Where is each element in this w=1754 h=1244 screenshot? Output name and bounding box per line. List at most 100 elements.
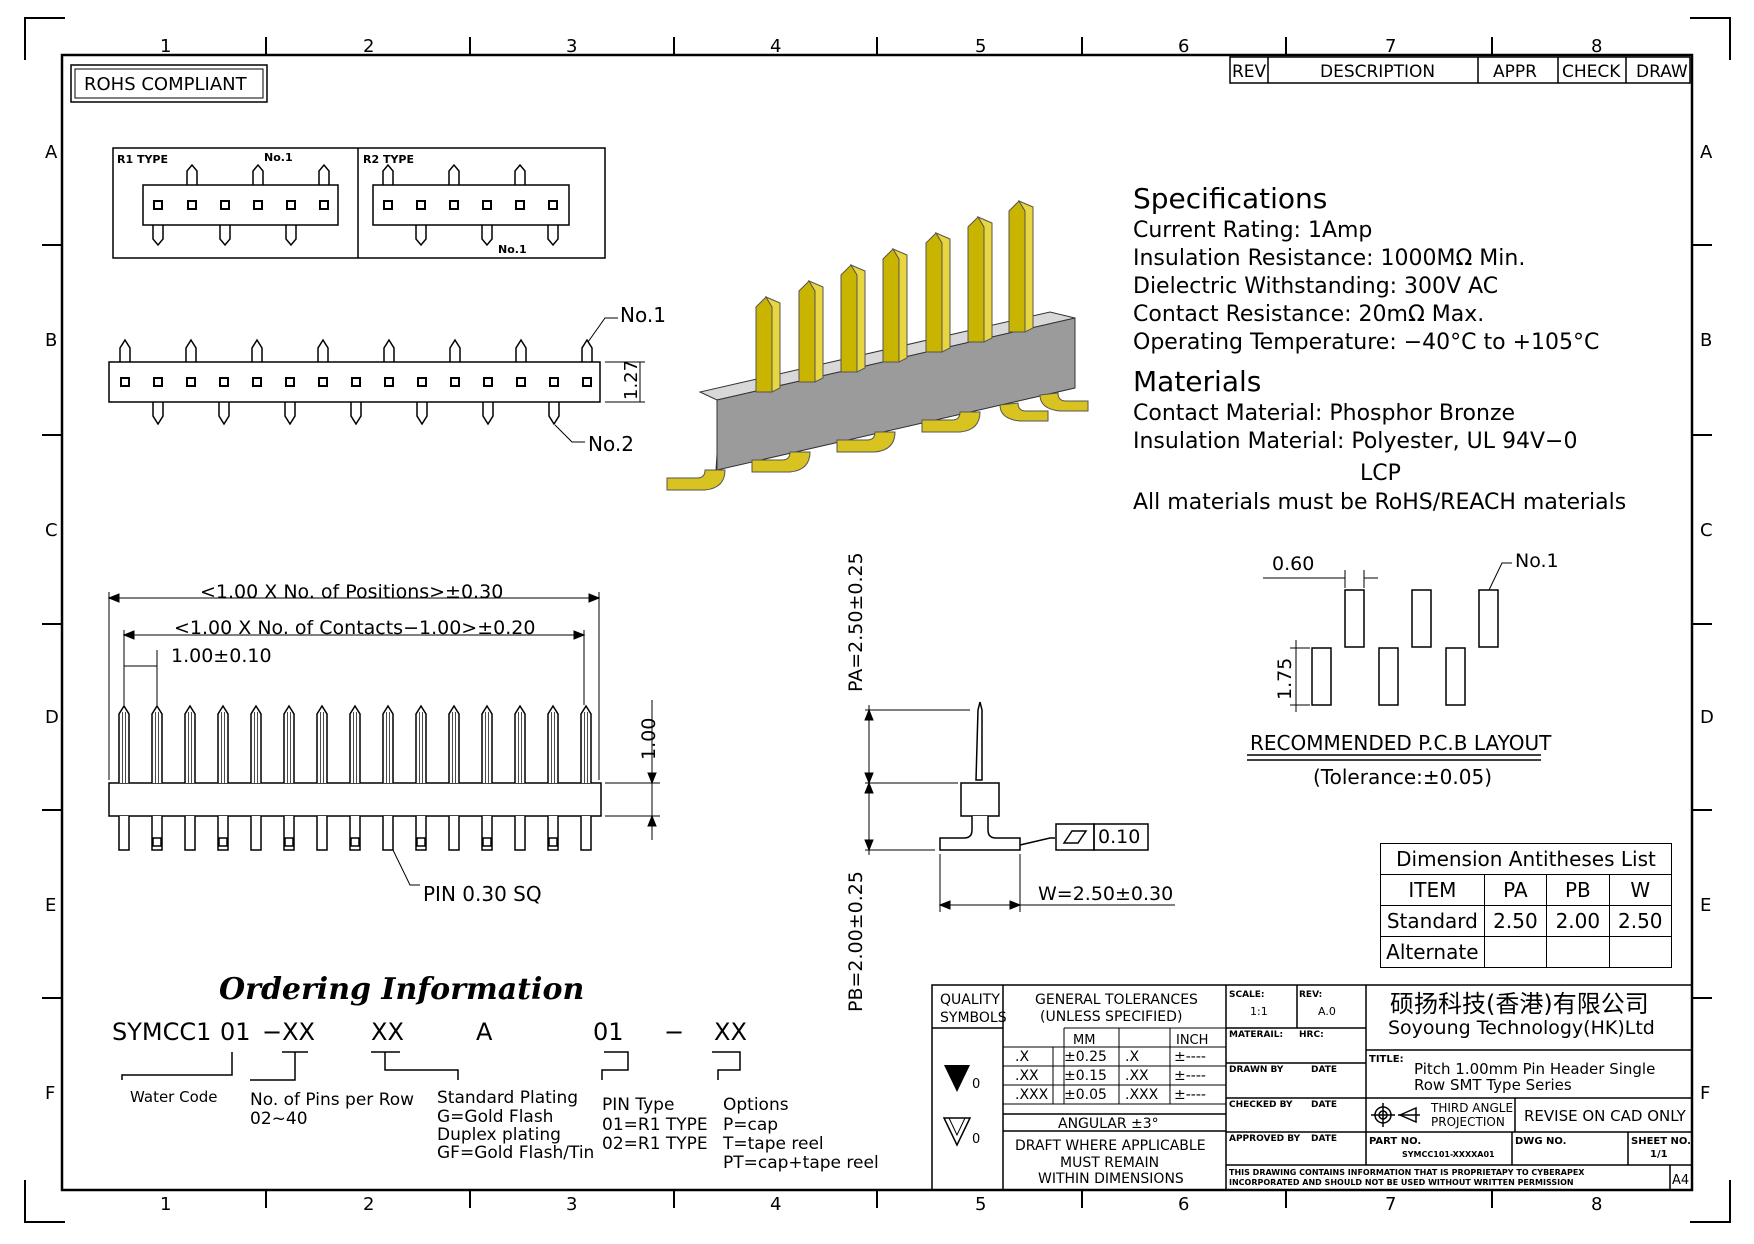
zone-label-row: C xyxy=(45,520,58,541)
material-line-lcp: LCP xyxy=(1360,461,1401,486)
dim-height: 1.00 xyxy=(638,718,660,760)
pin-square xyxy=(120,377,130,387)
tolerance-cell: ±---- xyxy=(1174,1087,1206,1103)
pin-up xyxy=(318,163,330,185)
dim-row-alternate-pa xyxy=(1483,936,1548,968)
r1-type-label: R1 TYPE xyxy=(117,153,168,166)
front-pin-bottom xyxy=(250,816,262,851)
pin-down xyxy=(415,225,427,247)
pin-up xyxy=(185,338,197,362)
zone-label-col: 4 xyxy=(770,36,781,57)
pin-up xyxy=(581,338,593,362)
front-pin-bottom xyxy=(118,816,130,851)
title-line-1: Pitch 1.00mm Pin Header Single xyxy=(1414,1060,1655,1078)
type-pins xyxy=(152,163,559,247)
zone-label-col: 2 xyxy=(363,36,374,57)
drawn-date-label: DATE xyxy=(1311,1065,1337,1075)
top-view xyxy=(108,361,601,403)
side-view xyxy=(864,701,1175,912)
scale-label: SCALE: xyxy=(1229,990,1265,1000)
front-pin-bottom xyxy=(349,816,361,851)
front-dimension-lines xyxy=(107,592,660,886)
tolerance-cell: .XX xyxy=(1125,1068,1149,1084)
spec-line: Insulation Resistance: 1000MΩ Min. xyxy=(1133,246,1525,271)
tolerance-cell: .X xyxy=(1125,1049,1139,1065)
pins-per-row-label: No. of Pins per Row xyxy=(250,1090,414,1110)
code-part-0: SYMCC1 xyxy=(112,1018,211,1046)
zone-label-col: 5 xyxy=(975,36,986,57)
front-pin-bottom xyxy=(481,816,493,851)
iso-foot xyxy=(751,451,811,473)
zone-label-row: E xyxy=(1700,895,1711,916)
front-view xyxy=(108,782,602,817)
pin-down xyxy=(152,402,164,426)
front-pin-bottom xyxy=(283,816,295,851)
symbols-label: SYMBOLS xyxy=(940,1010,1007,1026)
spec-heading: Specifications xyxy=(1133,182,1327,215)
dim-row-standard-pb: 2.00 xyxy=(1546,905,1610,937)
pin-square xyxy=(416,200,426,210)
code-part-5: 01 xyxy=(593,1018,624,1046)
tolerance-cell: ±0.25 xyxy=(1064,1049,1107,1065)
pin-down xyxy=(481,225,493,247)
zone-label-col: 1 xyxy=(160,1194,171,1215)
dwg-no-label: DWG NO. xyxy=(1515,1136,1566,1147)
iso-pin xyxy=(755,296,773,393)
pcb-width-dim: 0.60 xyxy=(1272,553,1314,575)
iso-pin-face xyxy=(976,215,993,343)
r1-no1-label: No.1 xyxy=(264,151,293,164)
tolerance-cell: .XXX xyxy=(1125,1087,1159,1103)
iso-pin-face xyxy=(1017,199,1034,333)
pin-square xyxy=(515,200,525,210)
dim-contacts: <1.00 X No. of Contacts−1.00>±0.20 xyxy=(174,617,535,639)
material-line-rohs: All materials must be RoHS/REACH materia… xyxy=(1133,490,1626,515)
pin-type-option-1: 02=R1 TYPE xyxy=(602,1134,708,1154)
zone-label-col: 4 xyxy=(770,1194,781,1215)
front-pin-bottom xyxy=(514,816,526,851)
pin-square xyxy=(516,377,526,387)
front-pin-top xyxy=(184,704,196,783)
front-pin-top xyxy=(514,704,526,783)
iso-foot xyxy=(1039,392,1089,412)
zone-label-col: 6 xyxy=(1178,1194,1189,1215)
symbol-value-2: 0 xyxy=(972,1132,980,1147)
code-part-2: −XX xyxy=(262,1018,315,1046)
iso-pin-face xyxy=(807,279,824,383)
tolerance-cell: ±0.15 xyxy=(1064,1068,1107,1084)
pin-square xyxy=(548,200,558,210)
zone-label-row: E xyxy=(45,895,56,916)
iso-foot xyxy=(921,411,981,433)
symbol-value-1: 0 xyxy=(972,1077,980,1092)
pin-square xyxy=(384,377,394,387)
part-no-label: PART NO. xyxy=(1369,1136,1421,1147)
r2-type-label: R2 TYPE xyxy=(363,153,414,166)
tolerance-cell: ±0.05 xyxy=(1064,1087,1107,1103)
pin-square xyxy=(450,377,460,387)
revise-on-cad: REVISE ON CAD ONLY xyxy=(1524,1107,1687,1125)
materials-heading: Materials xyxy=(1133,365,1261,398)
front-pin-top xyxy=(382,704,394,783)
iso-pin xyxy=(882,248,900,363)
pin-down xyxy=(218,402,230,426)
pin-up xyxy=(383,338,395,362)
quality-symbols: 0 0 xyxy=(942,1065,980,1147)
pin-down xyxy=(416,402,428,426)
dim-row-alternate-item: Alternate xyxy=(1380,936,1485,968)
plating-label: Standard Plating xyxy=(437,1088,578,1108)
pin-down xyxy=(285,225,297,247)
angular-label: ANGULAR ±3° xyxy=(1058,1116,1159,1132)
check-header: CHECK xyxy=(1562,62,1621,82)
top-view-pins xyxy=(119,338,593,426)
drawn-label: DRAWN BY xyxy=(1229,1065,1284,1075)
plating-option-1: Duplex plating xyxy=(437,1125,561,1145)
front-pin-foot xyxy=(482,837,492,847)
pin-size-label: PIN 0.30 SQ xyxy=(423,882,542,906)
option-1: T=tape reel xyxy=(722,1134,824,1154)
zone-label-row: D xyxy=(1700,707,1714,728)
front-pin-top xyxy=(415,704,427,783)
inch-header: INCH xyxy=(1176,1033,1208,1048)
option-0: P=cap xyxy=(723,1115,778,1135)
zone-label-col: 8 xyxy=(1591,36,1602,57)
pin-square xyxy=(549,377,559,387)
